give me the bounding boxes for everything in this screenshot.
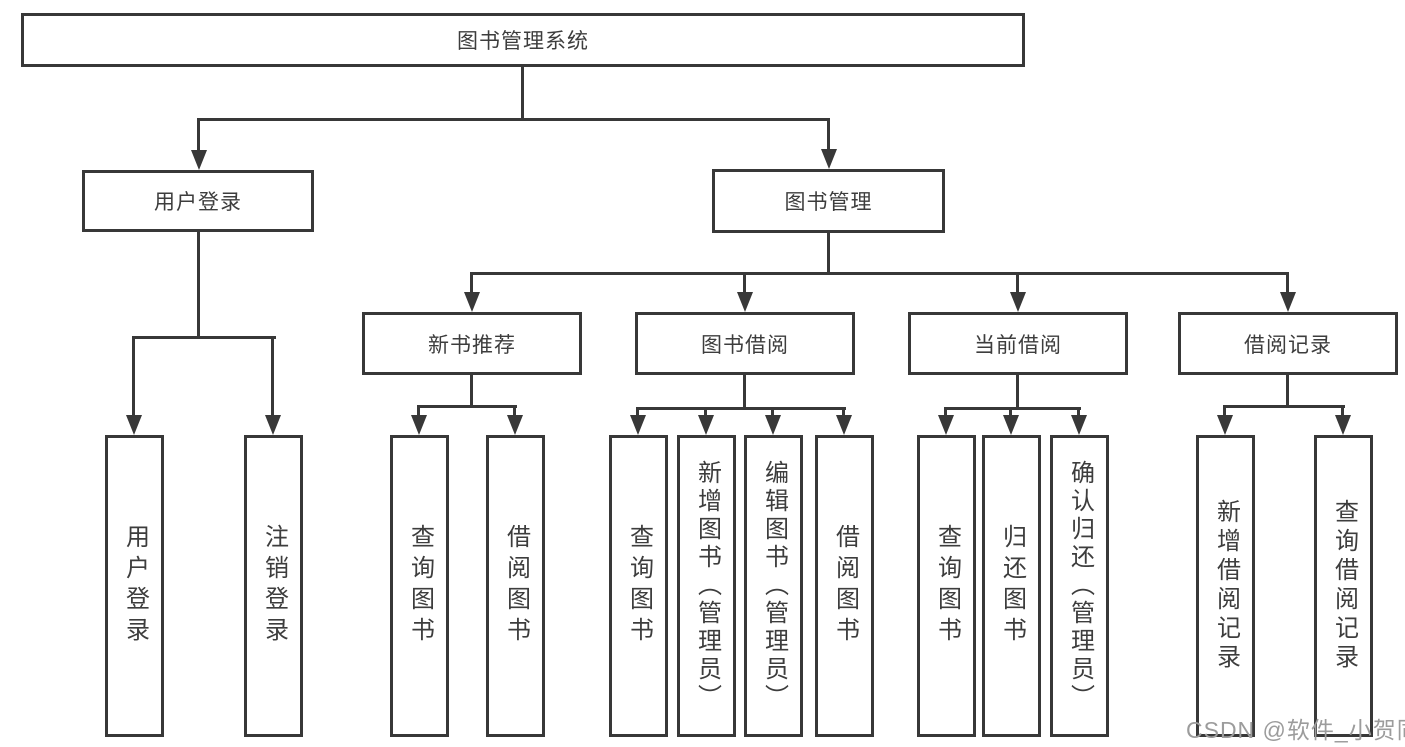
- connector-arrow: [821, 118, 837, 169]
- connector-arrow: [836, 407, 852, 435]
- connector-arrow: [698, 407, 714, 435]
- leaf-label: 查询图书: [933, 524, 961, 648]
- node-label: 用户登录: [154, 191, 242, 214]
- leaf-label: 借阅图书: [502, 524, 530, 648]
- connector-line: [743, 375, 746, 407]
- connector-line: [470, 375, 473, 405]
- connector-line: [521, 67, 524, 118]
- node-label: 图书借阅: [701, 333, 789, 357]
- connector-arrow: [1010, 272, 1026, 312]
- leaf-label: 确认归还（管理员）: [1066, 460, 1094, 712]
- connector-arrow: [1003, 407, 1019, 435]
- connector-arrow: [411, 405, 427, 435]
- node-label: 图书管理: [784, 191, 873, 214]
- node-borrow-records: 借阅记录: [1178, 312, 1398, 375]
- connector-arrow: [765, 407, 781, 435]
- leaf-label: 新增图书（管理员）: [693, 460, 721, 712]
- connector-arrow: [126, 336, 142, 435]
- leaf-label: 编辑图书（管理员）: [760, 460, 788, 712]
- leaf-label: 注销登录: [260, 524, 288, 648]
- leaf-label: 新增借阅记录: [1212, 499, 1240, 673]
- node-label: 图书管理系统: [457, 30, 589, 53]
- node-label: 当前借阅: [974, 333, 1062, 357]
- connector-line: [197, 118, 830, 121]
- leaf-label: 用户登录: [121, 524, 149, 648]
- node-library-system: 图书管理系统: [21, 13, 1025, 67]
- connector-arrow: [630, 407, 646, 435]
- connector-arrow: [464, 272, 480, 312]
- node-label: 借阅记录: [1244, 333, 1332, 357]
- leaf-label: 查询借阅记录: [1330, 499, 1358, 673]
- leaf-return-books: 归还图书: [982, 435, 1041, 737]
- leaf-query-books: 查询图书: [390, 435, 449, 737]
- node-label: 新书推荐: [428, 333, 516, 357]
- leaf-logout: 注销登录: [244, 435, 303, 737]
- leaf-add-book-admin: 新增图书（管理员）: [677, 435, 736, 737]
- leaf-edit-book-admin: 编辑图书（管理员）: [744, 435, 803, 737]
- node-current-borrowing: 当前借阅: [908, 312, 1128, 375]
- leaf-user-login: 用户登录: [105, 435, 164, 737]
- connector-line: [1286, 375, 1289, 405]
- leaf-label: 查询图书: [406, 524, 434, 648]
- leaf-label: 借阅图书: [831, 524, 859, 648]
- connector-arrow: [737, 272, 753, 312]
- leaf-borrow-books: 借阅图书: [815, 435, 874, 737]
- leaf-query-books: 查询图书: [917, 435, 976, 737]
- connector-line: [470, 272, 1289, 275]
- leaf-confirm-return-admin: 确认归还（管理员）: [1050, 435, 1109, 737]
- leaf-query-books: 查询图书: [609, 435, 668, 737]
- connector-arrow: [1217, 405, 1233, 435]
- node-new-book-recommend: 新书推荐: [362, 312, 582, 375]
- connector-arrow: [1071, 407, 1087, 435]
- connector-line: [827, 233, 830, 272]
- leaf-query-borrow-record: 查询借阅记录: [1314, 435, 1373, 737]
- leaf-label: 归还图书: [998, 524, 1026, 648]
- connector-arrow: [1335, 405, 1351, 435]
- node-book-management: 图书管理: [712, 169, 945, 233]
- connector-arrow: [507, 405, 523, 435]
- connector-line: [945, 407, 1081, 410]
- leaf-add-borrow-record: 新增借阅记录: [1196, 435, 1255, 737]
- connector-arrow: [1280, 272, 1296, 312]
- leaf-borrow-books: 借阅图书: [486, 435, 545, 737]
- connector-line: [418, 405, 517, 408]
- node-book-borrowing: 图书借阅: [635, 312, 855, 375]
- connector-line: [1016, 375, 1019, 407]
- connector-arrow: [938, 407, 954, 435]
- node-user-login: 用户登录: [82, 170, 314, 232]
- connector-arrow: [265, 336, 281, 435]
- connector-arrow: [191, 118, 207, 170]
- csdn-watermark: CSDN @软件_小贺同学: [1186, 717, 1405, 743]
- connector-line: [1224, 405, 1345, 408]
- leaf-label: 查询图书: [625, 524, 653, 648]
- connector-line: [197, 232, 200, 336]
- connector-line: [133, 336, 276, 339]
- connector-line: [637, 407, 846, 410]
